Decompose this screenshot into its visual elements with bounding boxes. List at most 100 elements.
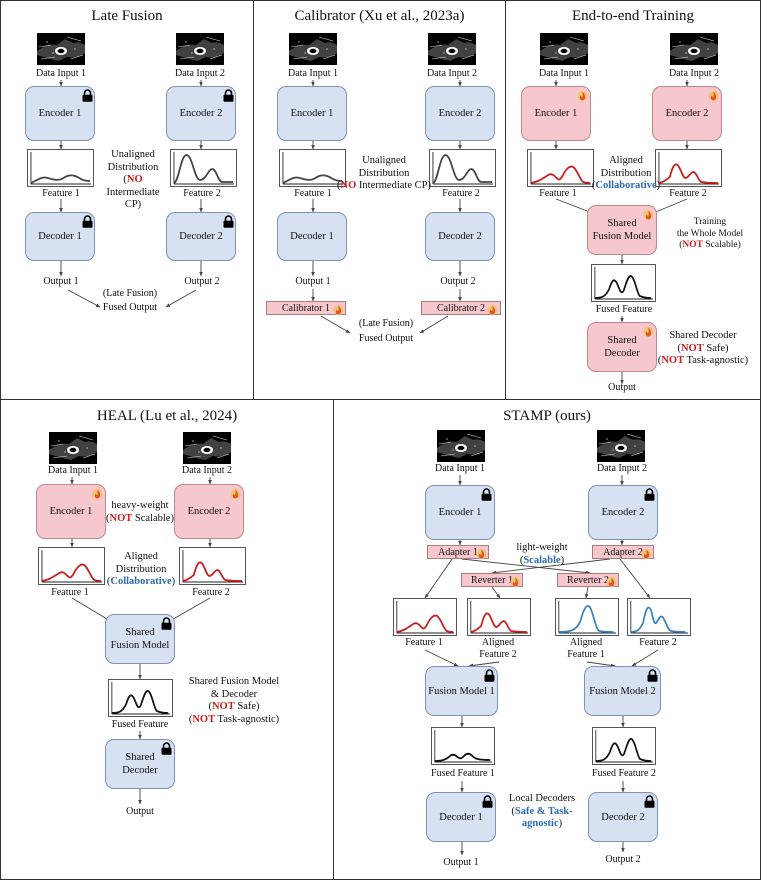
data-input-1-label: Data Input 1 <box>36 68 86 79</box>
feature-1-label: Feature 1 <box>405 637 443 648</box>
feature-1-chart <box>27 149 94 187</box>
fused-feature-chart <box>591 264 656 302</box>
lidar-image-icon <box>437 430 485 462</box>
flow-arrow <box>584 586 589 599</box>
flame-icon <box>230 487 241 505</box>
flame-icon <box>577 89 588 107</box>
distribution-curve <box>396 601 455 634</box>
lock-icon <box>644 488 655 506</box>
distribution-curve <box>470 601 529 634</box>
training-whole-model-note: Training the Whole Model (NOT Scalable) <box>676 217 744 250</box>
flame-icon <box>606 575 617 593</box>
feature-2-chart <box>429 149 496 187</box>
flame-icon <box>708 89 719 107</box>
flame-icon <box>510 575 521 593</box>
data-input-2-label: Data Input 2 <box>669 68 719 79</box>
decoder-2-frozen: Decoder 2 <box>425 212 495 261</box>
fusion-model-1-frozen: Fusion Model 1 <box>425 666 498 716</box>
fused-feature-1-chart <box>431 727 495 765</box>
encoder-2-trainable: Encoder 2 <box>652 86 722 141</box>
distribution-curve <box>434 730 493 763</box>
lock-icon <box>161 742 172 760</box>
distribution-curve <box>173 152 235 185</box>
late-fusion-note: (Late Fusion) <box>358 318 414 329</box>
feature-1-label: Feature 1 <box>539 188 577 199</box>
feature-1-chart <box>527 149 594 187</box>
flame-icon <box>641 547 652 565</box>
lock-icon <box>481 488 492 506</box>
flame-icon <box>643 208 654 226</box>
data-input-2-label: Data Input 2 <box>427 68 477 79</box>
decoder-1-frozen: Decoder 1 <box>25 212 95 261</box>
flow-arrow <box>424 558 453 599</box>
feature-2-chart <box>627 598 691 636</box>
shared-decoder-note: Shared Decoder (NOT Safe) (NOT Task-agno… <box>657 330 749 366</box>
lidar-image-icon <box>540 33 588 65</box>
feature-1-label: Feature 1 <box>294 188 332 199</box>
lidar-scan <box>540 33 588 65</box>
fused-feature-2-chart <box>592 727 656 765</box>
fused-feature-label: Fused Feature <box>595 304 653 315</box>
flow-arrow <box>491 586 501 599</box>
distribution-curve <box>595 730 654 763</box>
lidar-scan <box>37 33 85 65</box>
output-label: Output <box>608 382 636 393</box>
flow-arrow <box>424 649 459 667</box>
reverter-2-trainable: Reverter 2 <box>557 573 619 587</box>
flow-arrow <box>165 289 197 308</box>
data-input-1-label: Data Input 1 <box>539 68 589 79</box>
end-to-end-title: End-to-end Training <box>571 8 695 24</box>
encoder-1-frozen: Encoder 1 <box>277 86 347 141</box>
flow-arrow <box>586 661 616 668</box>
lock-icon <box>223 215 234 233</box>
distribution-curve <box>594 267 654 300</box>
distribution-curve <box>530 152 592 185</box>
distribution-curve <box>658 152 720 185</box>
lidar-image-icon <box>37 33 85 65</box>
aligned-feature-1-chart <box>555 598 619 636</box>
distribution-curve <box>630 601 689 634</box>
lock-icon <box>82 89 93 107</box>
flame-icon <box>643 325 654 343</box>
fused-output-label: Fused Output <box>102 302 158 313</box>
calibrator-1-trainable: Calibrator 1 <box>266 301 346 315</box>
flow-arrow <box>491 558 611 575</box>
lidar-image-icon <box>597 430 645 462</box>
unaligned-distribution-note: Unaligned Distribution (NO Intermediate … <box>337 155 431 191</box>
lock-icon <box>484 669 495 687</box>
distribution-curve <box>282 152 344 185</box>
flow-arrow <box>631 649 659 667</box>
lidar-scan <box>183 432 231 464</box>
light-weight-note: light-weight (Scalable) <box>516 542 568 566</box>
output-2-label: Output 2 <box>184 276 220 287</box>
fusion-model-2-frozen: Fusion Model 2 <box>584 666 661 716</box>
aligned-distribution-note: Aligned Distribution (Collaborative) <box>591 155 661 191</box>
distribution-curve <box>432 152 494 185</box>
output-1-label: Output 1 <box>295 276 331 287</box>
output-2-label: Output 2 <box>605 854 641 865</box>
lock-icon <box>223 89 234 107</box>
flame-icon <box>333 303 344 321</box>
late-fusion-note: (Late Fusion) <box>102 288 158 299</box>
feature-2-label: Feature 2 <box>192 587 230 598</box>
flow-arrow <box>619 558 651 599</box>
feature-1-label: Feature 1 <box>42 188 80 199</box>
aligned-distribution-note: Aligned Distribution (Collaborative) <box>106 551 176 587</box>
output-1-label: Output 1 <box>443 857 479 868</box>
output-1-label: Output 1 <box>43 276 79 287</box>
lidar-image-icon <box>428 33 476 65</box>
decoder-2-frozen: Decoder 2 <box>166 212 236 261</box>
lock-icon <box>644 795 655 813</box>
feature-1-chart <box>393 598 457 636</box>
feature-2-label: Feature 2 <box>183 188 221 199</box>
feature-1-chart <box>279 149 346 187</box>
stamp-title: STAMP (ours) <box>503 408 591 424</box>
adapter-1-trainable: Adapter 1 <box>427 545 489 559</box>
flame-icon <box>476 547 487 565</box>
fused-feature-1-label: Fused Feature 1 <box>431 768 495 779</box>
lidar-image-icon <box>176 33 224 65</box>
data-input-1-label: Data Input 1 <box>288 68 338 79</box>
heavy-weight-note: heavy-weight (NOT Scalable) <box>106 500 174 524</box>
lidar-image-icon <box>183 432 231 464</box>
